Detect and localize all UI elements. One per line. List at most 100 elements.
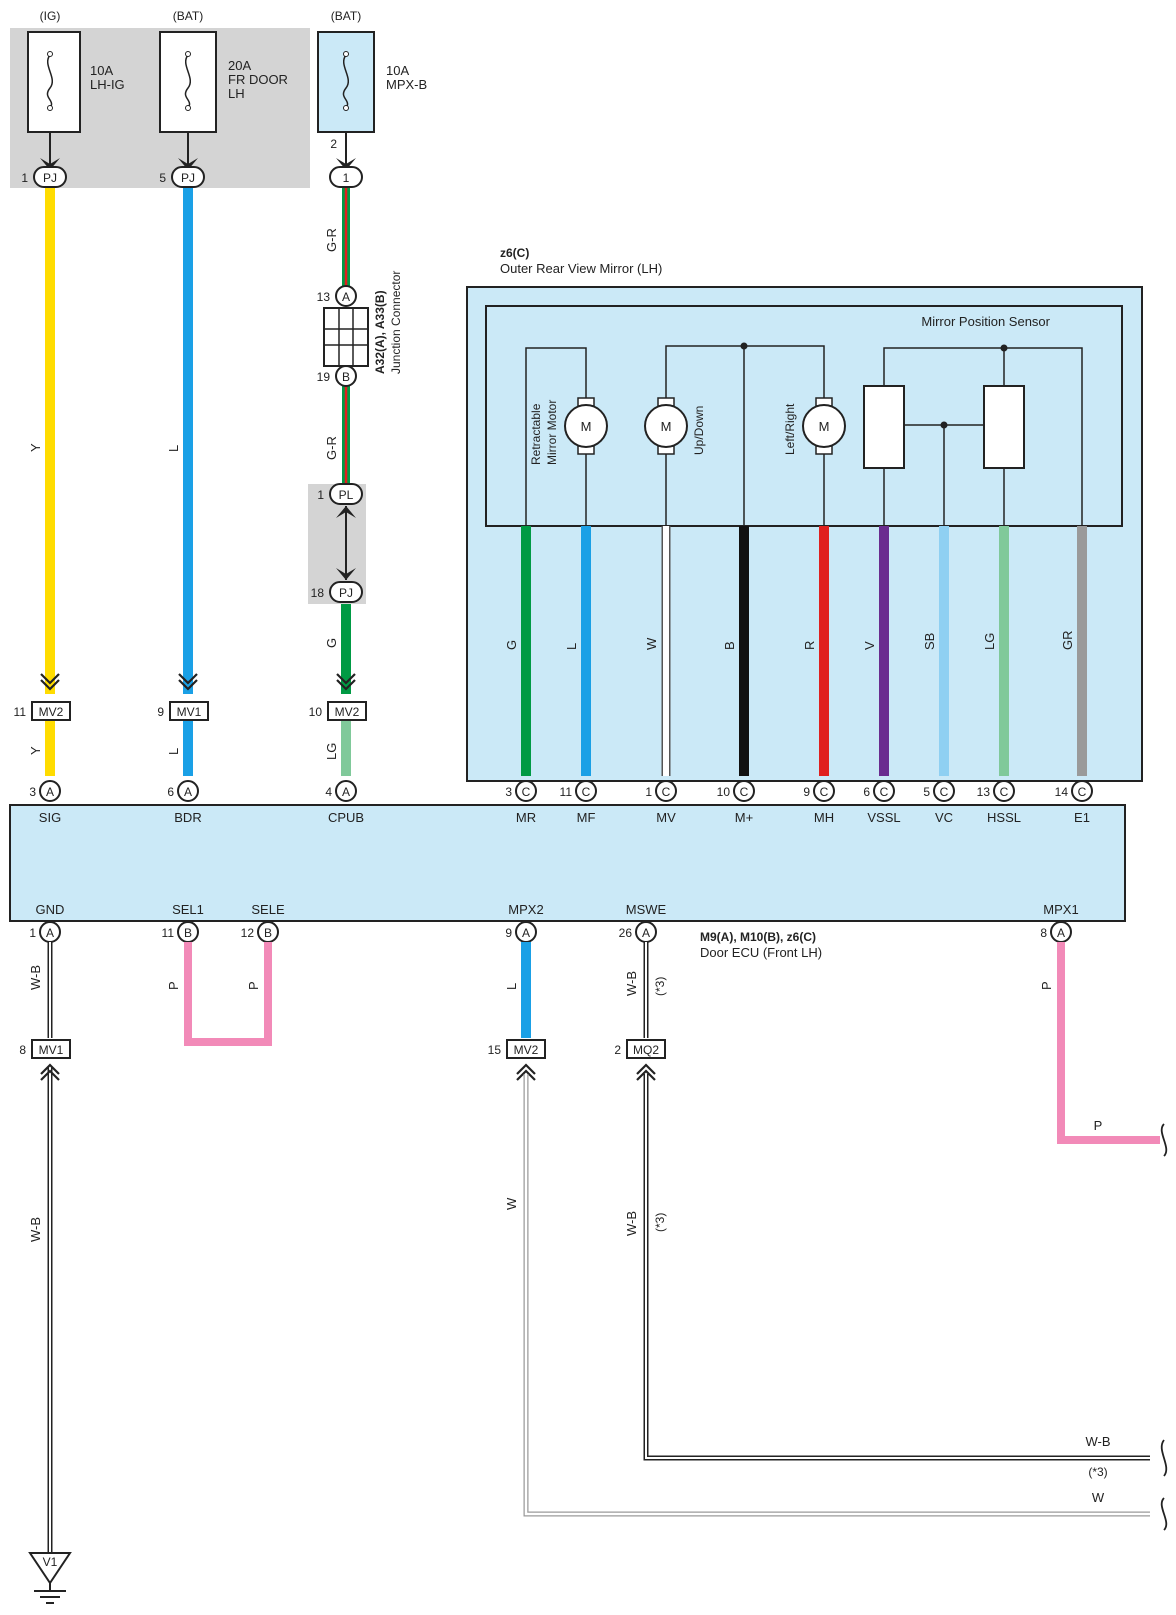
svg-text:E1: E1 bbox=[1074, 810, 1090, 825]
wire-label-g: G bbox=[324, 638, 339, 648]
svg-text:MR: MR bbox=[516, 810, 536, 825]
svg-text:14: 14 bbox=[1055, 785, 1069, 799]
svg-text:12: 12 bbox=[241, 926, 255, 940]
connector-mq2-2: MQ2 2 bbox=[614, 1039, 666, 1059]
svg-text:8: 8 bbox=[19, 1043, 26, 1057]
svg-text:GND: GND bbox=[36, 902, 65, 917]
connector-fuse3-terminal: 1 2 bbox=[329, 137, 363, 188]
mirror-wire-label: R bbox=[802, 641, 817, 650]
motor2-label: Up/Down bbox=[692, 406, 706, 455]
wire-note-mswe-upper: (*3) bbox=[653, 977, 667, 996]
svg-text:HSSL: HSSL bbox=[987, 810, 1021, 825]
retractable-motor: M bbox=[564, 397, 608, 455]
wire-mswe-w-b bbox=[643, 942, 1150, 1461]
svg-text:CPUB: CPUB bbox=[328, 810, 364, 825]
wire-label-l-lower: L bbox=[166, 748, 181, 755]
svg-text:MF: MF bbox=[577, 810, 596, 825]
svg-text:19: 19 bbox=[317, 370, 331, 384]
svg-text:1: 1 bbox=[317, 488, 324, 502]
ecu-name: Door ECU (Front LH) bbox=[700, 945, 822, 960]
mirror-name: Outer Rear View Mirror (LH) bbox=[500, 261, 662, 276]
svg-text:2: 2 bbox=[330, 137, 337, 151]
fuse-name: MPX-B bbox=[386, 77, 427, 92]
svg-text:8: 8 bbox=[1040, 926, 1047, 940]
svg-text:A: A bbox=[342, 785, 350, 799]
svg-text:18: 18 bbox=[311, 586, 325, 600]
fuse-mpx-b: (BAT) 10A MPX-B bbox=[317, 9, 427, 133]
svg-text:PJ: PJ bbox=[181, 171, 195, 185]
svg-text:B: B bbox=[184, 926, 192, 940]
motor-symbol: M bbox=[581, 419, 592, 434]
svg-text:11: 11 bbox=[560, 785, 573, 799]
mirror-wire-gr: GR bbox=[1060, 526, 1087, 776]
mirror-wire-label: V bbox=[862, 641, 877, 650]
svg-text:11: 11 bbox=[162, 926, 175, 940]
connector-mv2-10: MV2 10 bbox=[309, 701, 367, 721]
door-ecu-box bbox=[9, 804, 1126, 922]
mirror-wire-b: B bbox=[722, 526, 749, 776]
mirror-wire-g: G bbox=[504, 526, 531, 776]
mirror-wire-label: LG bbox=[982, 633, 997, 650]
svg-text:MQ2: MQ2 bbox=[633, 1043, 659, 1057]
svg-text:SEL1: SEL1 bbox=[172, 902, 204, 917]
wire-label-y-upper: Y bbox=[28, 443, 43, 452]
svg-text:A: A bbox=[184, 785, 192, 799]
svg-text:MV2: MV2 bbox=[335, 705, 360, 719]
mirror-wire-lg: LG bbox=[982, 526, 1009, 776]
wire-label-out-w-b: W-B bbox=[1085, 1434, 1110, 1449]
svg-text:6: 6 bbox=[167, 785, 174, 799]
fuse-source: (BAT) bbox=[173, 9, 203, 23]
mirror-wire-label: GR bbox=[1060, 631, 1075, 651]
wire-break-marks bbox=[1160, 1123, 1168, 1531]
connector-pj-5: PJ 5 bbox=[159, 166, 205, 188]
mirror-wire-label: G bbox=[504, 640, 519, 650]
svg-text:15: 15 bbox=[488, 1043, 502, 1057]
svg-text:VC: VC bbox=[935, 810, 953, 825]
wire-label-gnd-upper: W-B bbox=[28, 965, 43, 990]
ground-v1: V1 bbox=[28, 1552, 72, 1604]
svg-text:BDR: BDR bbox=[174, 810, 201, 825]
wire-label-mswe-upper: W-B bbox=[624, 971, 639, 996]
svg-text:6: 6 bbox=[863, 785, 870, 799]
svg-text:A: A bbox=[642, 926, 650, 940]
svg-text:MH: MH bbox=[814, 810, 834, 825]
fuse-name: FR DOOR bbox=[228, 72, 288, 87]
svg-text:10: 10 bbox=[309, 705, 323, 719]
svg-text:B: B bbox=[264, 926, 272, 940]
svg-text:11: 11 bbox=[14, 705, 27, 719]
mirror-wire-w: W bbox=[644, 526, 671, 776]
sensor-resistor-v bbox=[863, 385, 905, 469]
wire-note-out: (*3) bbox=[1088, 1465, 1107, 1479]
svg-text:13: 13 bbox=[317, 290, 331, 304]
svg-text:SELE: SELE bbox=[251, 902, 285, 917]
wire-label-l-upper: L bbox=[166, 445, 181, 452]
wire-sel-loop bbox=[184, 942, 272, 1046]
motor1-label-line2: Mirror Motor bbox=[545, 400, 559, 465]
svg-text:5: 5 bbox=[159, 171, 166, 185]
svg-text:9: 9 bbox=[157, 705, 164, 719]
svg-text:V1: V1 bbox=[43, 1555, 58, 1569]
mirror-wire-label: L bbox=[564, 643, 579, 650]
svg-text:C: C bbox=[880, 785, 889, 799]
fuse-lh-ig: (IG) 10A LH-IG bbox=[27, 9, 125, 133]
svg-text:SIG: SIG bbox=[39, 810, 61, 825]
connector-mv2-15: MV2 15 bbox=[488, 1039, 546, 1059]
svg-text:M+: M+ bbox=[735, 810, 753, 825]
svg-text:MV2: MV2 bbox=[514, 1043, 539, 1057]
svg-text:1: 1 bbox=[21, 171, 28, 185]
svg-text:A: A bbox=[342, 290, 350, 304]
mirror-wire-label: B bbox=[722, 641, 737, 650]
wire-label-sel1: P bbox=[166, 981, 181, 990]
wire-mpx1-p bbox=[1057, 942, 1160, 1144]
junction-connector-id: A32(A), A33(B) bbox=[373, 290, 387, 374]
svg-text:13: 13 bbox=[977, 785, 991, 799]
mirror-sensor-label: Mirror Position Sensor bbox=[921, 314, 1050, 329]
